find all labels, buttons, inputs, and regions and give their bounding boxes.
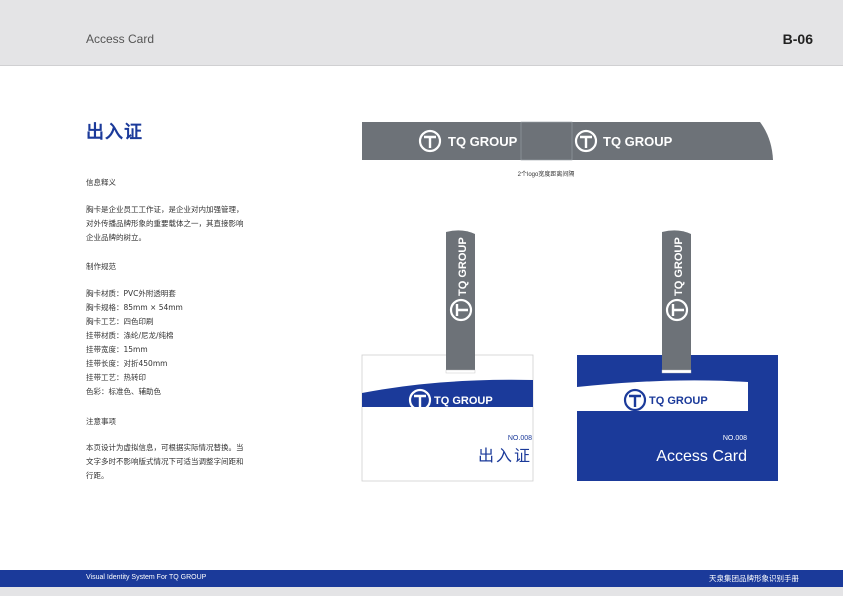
spec-line: 挂带宽度：15mm <box>86 345 148 354</box>
spec-line: 挂带材质：涤纶/尼龙/纯棉 <box>86 331 174 340</box>
spec-line: 胸卡工艺：四色印刷 <box>86 317 154 326</box>
lanyard-2 <box>662 230 691 372</box>
header-bar <box>0 0 843 66</box>
card1-title: 出入证 <box>478 447 532 465</box>
footer-right-text: 天泉集团品牌形象识别手册 <box>709 574 799 583</box>
footer-strip <box>0 587 843 596</box>
spec-line: 色彩：标准色、辅助色 <box>86 387 161 396</box>
spec-line: 胸卡材质：PVC外附透明套 <box>86 289 176 298</box>
card1-brand: TQ GROUP <box>434 395 493 407</box>
card-blue-band <box>577 380 748 411</box>
notes-line: 本页设计为虚拟信息，可根据实际情况替换。当 <box>86 443 244 452</box>
spec-line: 挂带长度：对折450mm <box>86 359 168 368</box>
strip-brand-2: TQ GROUP <box>603 134 673 149</box>
card-white-band <box>362 379 533 407</box>
section-heading-notes: 注意事项 <box>86 417 116 426</box>
notes-line: 行距。 <box>86 471 109 480</box>
card-white <box>361 354 534 482</box>
footer-bar <box>0 570 843 587</box>
lanyard-brand-2: TQ GROUP <box>673 237 685 296</box>
card1-number: NO.008 <box>508 435 532 442</box>
lanyard-clip <box>661 369 692 374</box>
info-text: 胸卡是企业员工工作证，是企业对内加强管理， 对外传播品牌形象的重要载体之一，其直… <box>86 203 244 245</box>
spec-line: 挂带工艺：热转印 <box>86 373 146 382</box>
lanyard-strip <box>362 122 773 160</box>
info-line: 对外传播品牌形象的重要载体之一，其直接影响 <box>86 219 244 228</box>
spec-line: 胸卡规格：85mm × 54mm <box>86 303 183 312</box>
lanyard-brand-1: TQ GROUP <box>457 237 469 296</box>
card-blue <box>577 355 778 481</box>
card2-number: NO.008 <box>723 435 747 442</box>
info-line: 企业品牌的树立。 <box>86 233 146 242</box>
page-title: 出入证 <box>86 122 143 143</box>
notes-line: 文字多时不影响版式情况下可适当调整字间距和 <box>86 457 244 466</box>
spec-text: 胸卡材质：PVC外附透明套 胸卡规格：85mm × 54mm 胸卡工艺：四色印刷… <box>86 287 183 399</box>
notes-text: 本页设计为虚拟信息，可根据实际情况替换。当 文字多时不影响版式情况下可适当调整字… <box>86 441 244 483</box>
strip-brand-1: TQ GROUP <box>448 134 518 149</box>
footer-left-text: Visual Identity System For TQ GROUP <box>86 574 207 581</box>
lanyard-clip <box>445 369 476 374</box>
page-code: B-06 <box>782 31 813 47</box>
spacing-guide <box>520 121 573 161</box>
card2-title: Access Card <box>656 448 747 465</box>
section-heading-info: 信息释义 <box>86 178 116 187</box>
info-line: 胸卡是企业员工工作证，是企业对内加强管理， <box>86 205 244 214</box>
section-heading-spec: 制作规范 <box>86 262 116 271</box>
card2-brand: TQ GROUP <box>649 395 708 407</box>
spacing-note: 2个logo宽度距离间隔 <box>518 170 575 178</box>
document-title: Access Card <box>86 32 155 46</box>
lanyard-1 <box>446 230 475 372</box>
